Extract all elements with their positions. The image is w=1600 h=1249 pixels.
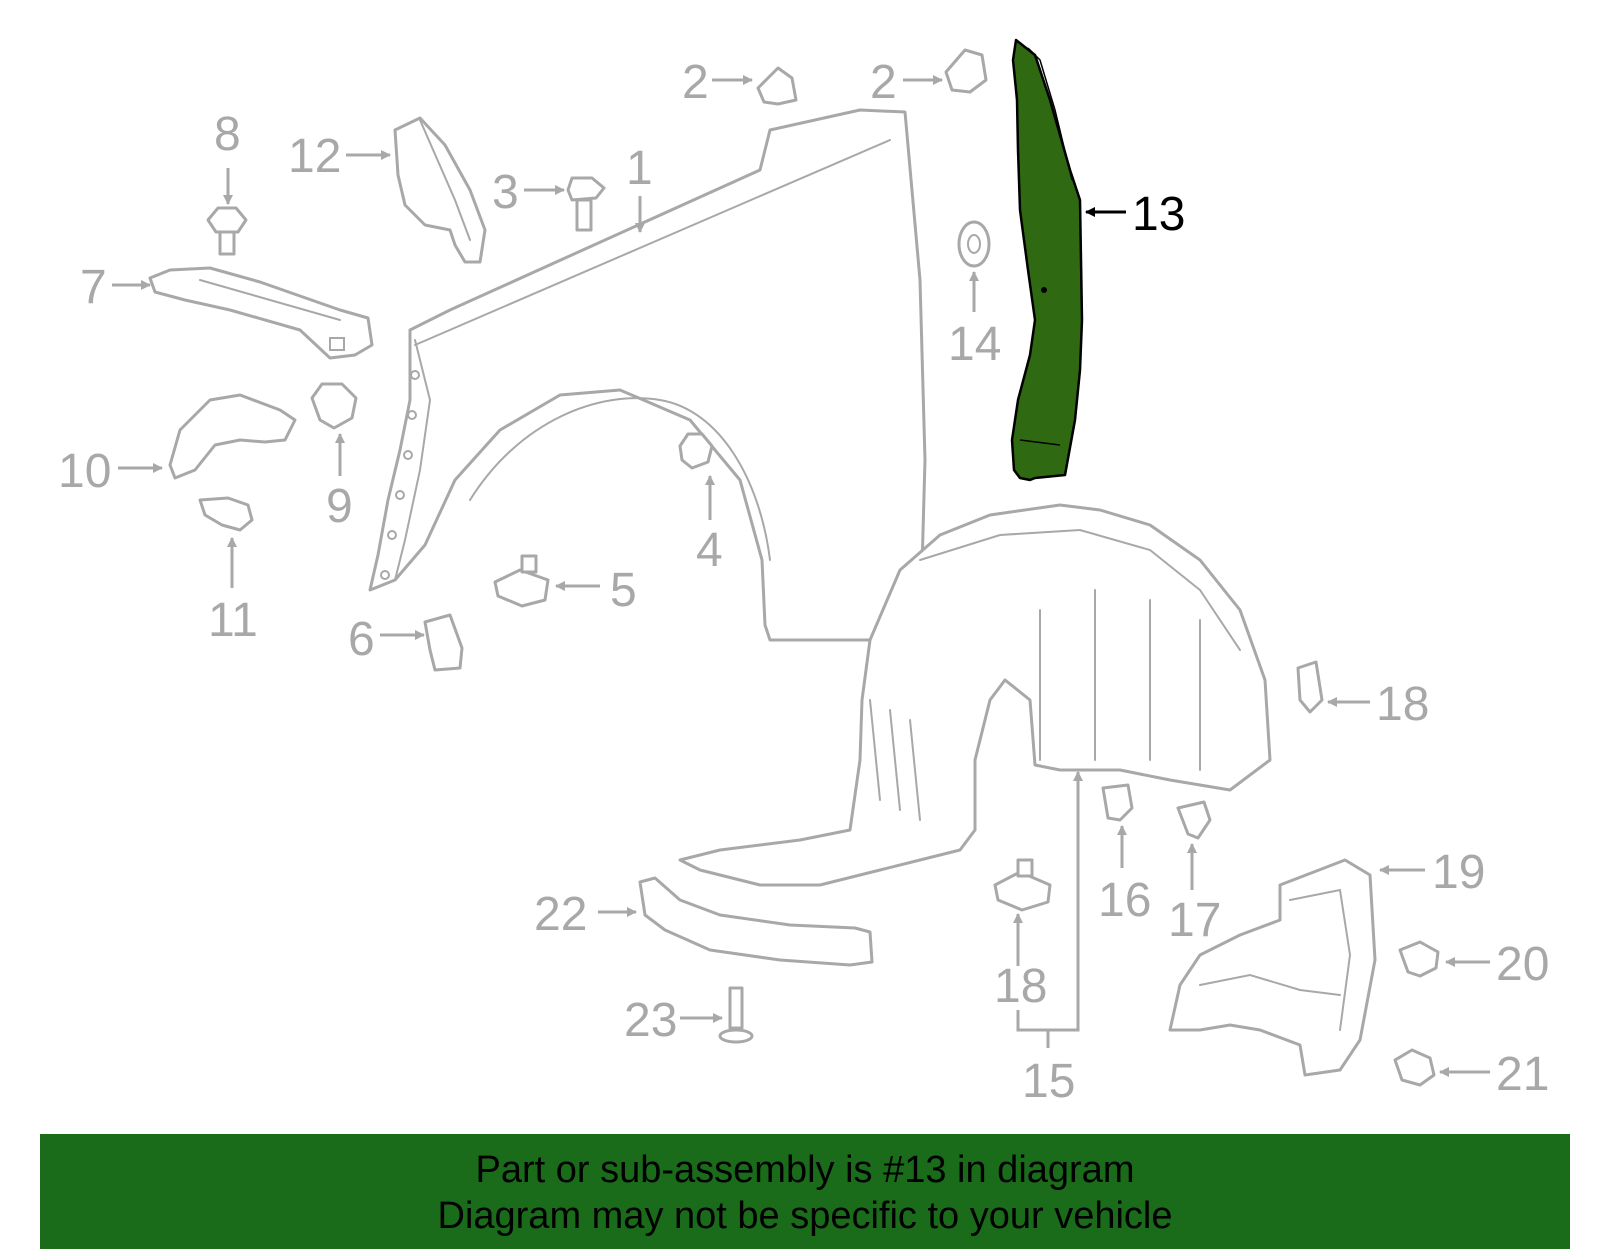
clip-2b-part <box>944 48 988 94</box>
callout-9: 9 <box>326 480 353 533</box>
nut-4-part <box>678 432 714 470</box>
bracket-highlight <box>1010 38 1084 482</box>
clip-18a-part <box>1296 660 1324 714</box>
callout-18b: 18 <box>994 960 1047 1013</box>
callout-14: 14 <box>948 318 1001 371</box>
callout-20: 20 <box>1496 938 1549 991</box>
clip-21-part <box>1393 1048 1436 1087</box>
strip-22-part <box>638 876 874 967</box>
callout-18a: 18 <box>1376 678 1429 731</box>
leader-lines <box>112 75 1490 1077</box>
callout-15: 15 <box>1022 1055 1075 1108</box>
callout-10: 10 <box>58 445 111 498</box>
callout-22: 22 <box>534 888 587 941</box>
callout-8: 8 <box>214 108 241 161</box>
shield-19-part <box>1168 858 1377 1077</box>
callout-23: 23 <box>624 994 677 1047</box>
callout-3: 3 <box>492 166 519 219</box>
caption-banner: Part or sub-assembly is #13 in diagram D… <box>40 1134 1570 1249</box>
liner-15-part <box>678 503 1272 887</box>
bolt-11-part <box>198 496 254 532</box>
callout-12: 12 <box>288 130 341 183</box>
callout-labels: 2 2 8 12 3 1 13 7 14 10 9 4 11 5 6 18 16… <box>58 56 1549 1108</box>
callout-2a: 2 <box>682 56 709 109</box>
callout-7: 7 <box>80 261 107 314</box>
callout-21: 21 <box>1496 1048 1549 1101</box>
callout-5: 5 <box>610 564 637 617</box>
callout-16: 16 <box>1098 874 1151 927</box>
clip-17-part <box>1176 800 1212 840</box>
bracket-12-part <box>393 116 487 264</box>
caption-line-1: Part or sub-assembly is #13 in diagram <box>475 1149 1135 1191</box>
callout-19: 19 <box>1432 846 1485 899</box>
clip-5-part <box>493 554 550 608</box>
seal-6-part <box>423 613 464 672</box>
bolt-3-part <box>566 176 606 232</box>
bracket-10-part <box>168 393 297 480</box>
grommet-14-part <box>957 220 991 268</box>
callout-11: 11 <box>208 594 258 647</box>
nut-9-part <box>310 382 358 430</box>
callout-1: 1 <box>626 142 653 195</box>
clip-18b-part <box>993 858 1052 912</box>
callout-6: 6 <box>348 613 375 666</box>
callout-13: 13 <box>1132 188 1185 241</box>
rail-7-part <box>148 266 374 360</box>
part-13-highlighted <box>1010 38 1084 482</box>
clip-20-part <box>1398 940 1440 978</box>
caption-line-2: Diagram may not be specific to your vehi… <box>437 1195 1173 1237</box>
callout-2b: 2 <box>870 56 897 109</box>
callout-17: 17 <box>1168 894 1221 947</box>
pin-23-part <box>718 986 754 1044</box>
callout-4: 4 <box>696 524 723 577</box>
bolt-8-part <box>206 206 248 256</box>
fender-part <box>368 108 927 642</box>
clip-2a-part <box>756 66 798 106</box>
clip-16-part <box>1101 783 1134 822</box>
